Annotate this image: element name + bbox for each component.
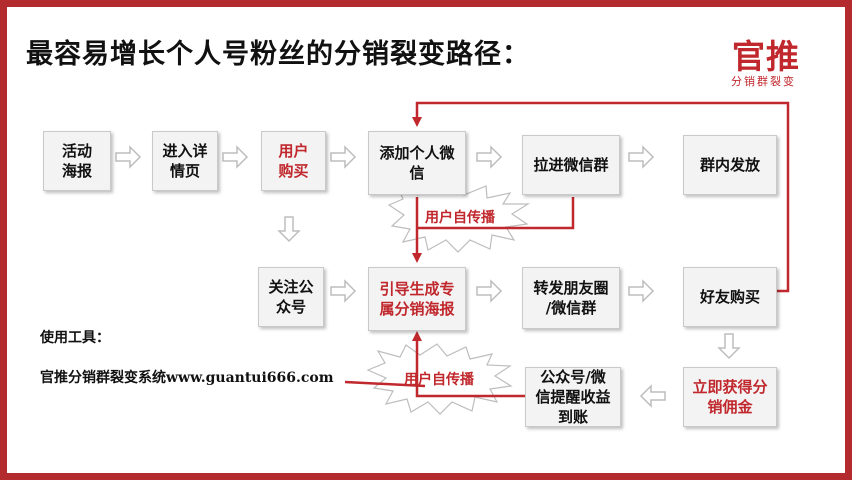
node-add-wechat: 添加个人微信 xyxy=(368,131,466,195)
node-user-purchase: 用户购买 xyxy=(261,131,326,191)
tools-url[interactable]: www.guantui666.com xyxy=(166,370,334,386)
feedback-line-middle xyxy=(417,197,575,230)
flow-arrow-right xyxy=(476,145,503,169)
flow-arrow-right xyxy=(476,279,503,303)
flow-arrow-right xyxy=(330,145,357,169)
flow-arrow-right xyxy=(330,279,357,303)
node-distribution-poster: 引导生成专属分销海报 xyxy=(368,267,466,331)
brand-logo: 官推 xyxy=(732,37,800,76)
self-spread-label-upper: 用户自传播 xyxy=(425,210,495,226)
node-commission: 立即获得分销佣金 xyxy=(683,367,777,427)
feedback-line-top xyxy=(412,101,790,293)
flow-arrow-right xyxy=(628,145,655,169)
node-notify-income: 公众号/微信提醒收益到账 xyxy=(525,367,621,427)
flow-arrow-left xyxy=(639,384,666,408)
node-detail-page: 进入详情页 xyxy=(152,131,218,191)
tools-label: 使用工具： xyxy=(40,330,110,346)
flow-arrow-right xyxy=(115,145,142,169)
tool-pointer-line xyxy=(344,380,426,388)
node-activity-poster: 活动海报 xyxy=(43,131,111,191)
node-friend-purchase: 好友购买 xyxy=(683,267,777,327)
node-follow-account: 关注公众号 xyxy=(258,267,324,327)
flow-arrow-right xyxy=(628,279,655,303)
brand-logo-subtitle: 分销群裂变 xyxy=(731,75,796,88)
self-spread-label-lower: 用户自传播 xyxy=(404,372,474,388)
node-group-distribution: 群内发放 xyxy=(683,135,777,195)
tools-system-name: 官推分销群裂变系统 xyxy=(40,370,166,386)
flow-arrow-down xyxy=(277,216,301,243)
feedback-line-bottom xyxy=(412,331,525,398)
tools-name: 官推分销群裂变系统www.guantui666.com xyxy=(40,367,334,387)
flow-arrow-down xyxy=(717,333,741,360)
node-join-group: 拉进微信群 xyxy=(522,135,620,195)
flow-arrow-right xyxy=(222,145,249,169)
node-share-moments: 转发朋友圈/微信群 xyxy=(522,267,620,329)
page-title: 最容易增长个人号粉丝的分销裂变路径： xyxy=(26,39,530,70)
